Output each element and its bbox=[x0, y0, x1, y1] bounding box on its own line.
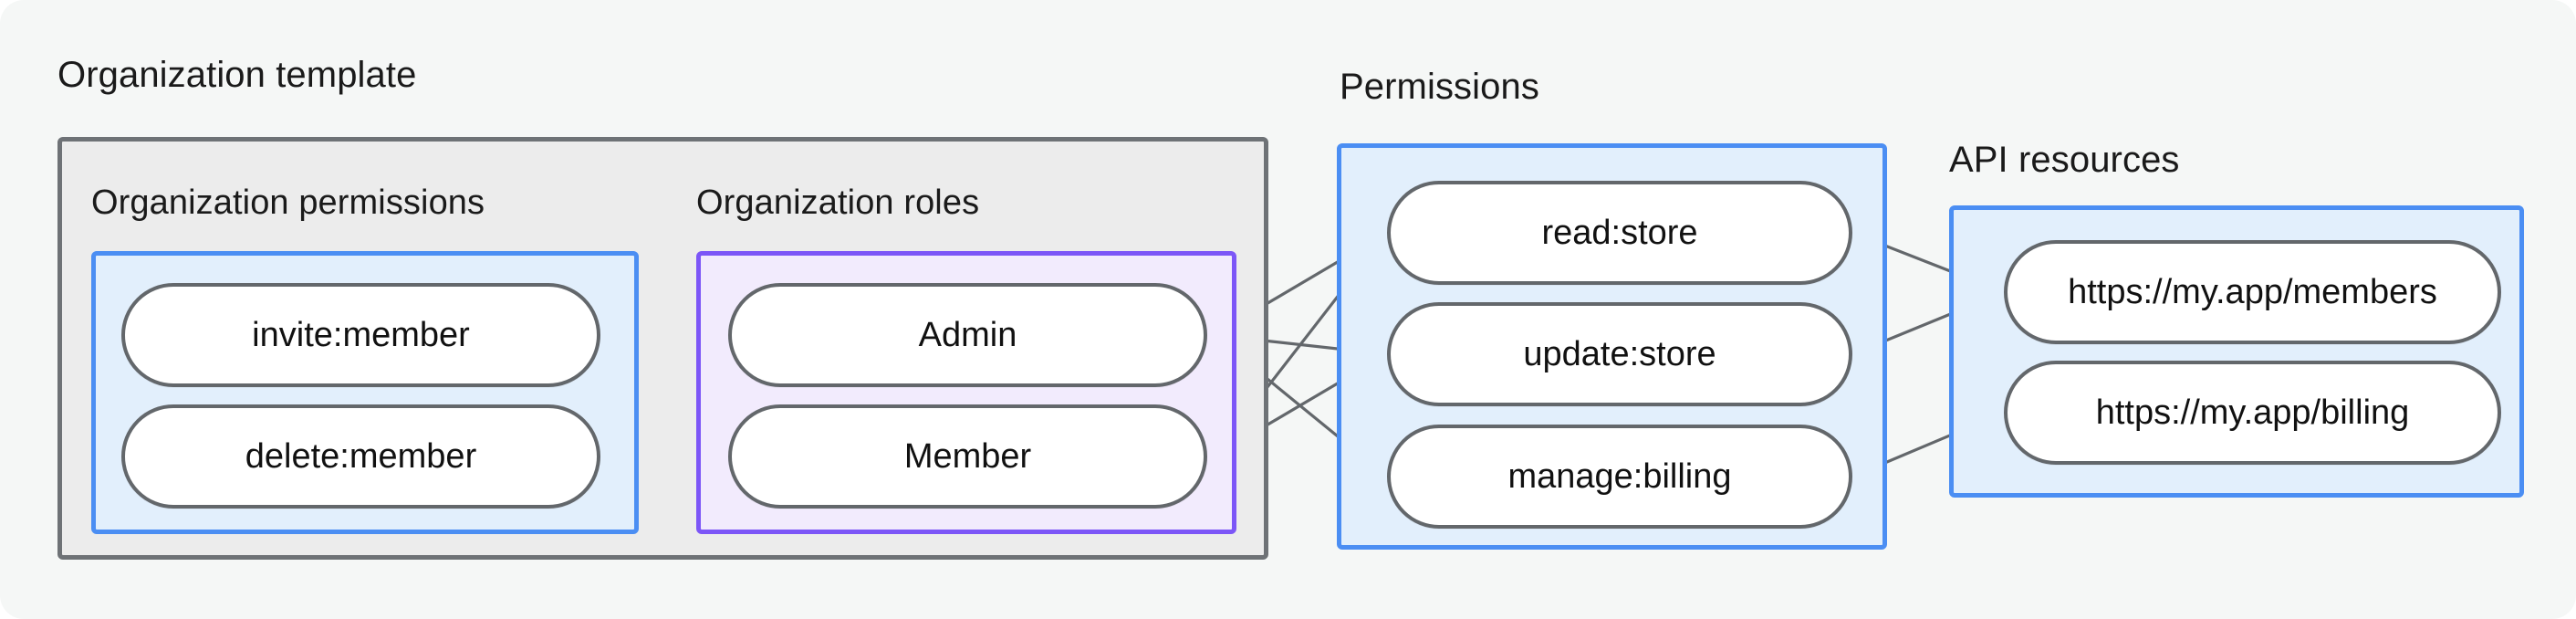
node-billing-url[interactable]: https://my.app/billing bbox=[2004, 361, 2501, 465]
node-update-store[interactable]: update:store bbox=[1387, 302, 1852, 406]
node-admin[interactable]: Admin bbox=[728, 283, 1207, 387]
node-member[interactable]: Member bbox=[728, 404, 1207, 509]
node-invite-member[interactable]: invite:member bbox=[121, 283, 600, 387]
node-read-store[interactable]: read:store bbox=[1387, 181, 1852, 285]
group-title-organization-template: Organization template bbox=[57, 55, 417, 95]
group-title-api-resources: API resources bbox=[1949, 140, 2180, 180]
group-title-permissions: Permissions bbox=[1340, 67, 1539, 107]
node-members-url[interactable]: https://my.app/members bbox=[2004, 240, 2501, 344]
subgroup-title-organization-permissions: Organization permissions bbox=[91, 184, 485, 222]
subgroup-title-organization-roles: Organization roles bbox=[696, 184, 980, 222]
node-manage-billing[interactable]: manage:billing bbox=[1387, 425, 1852, 529]
node-delete-member[interactable]: delete:member bbox=[121, 404, 600, 509]
